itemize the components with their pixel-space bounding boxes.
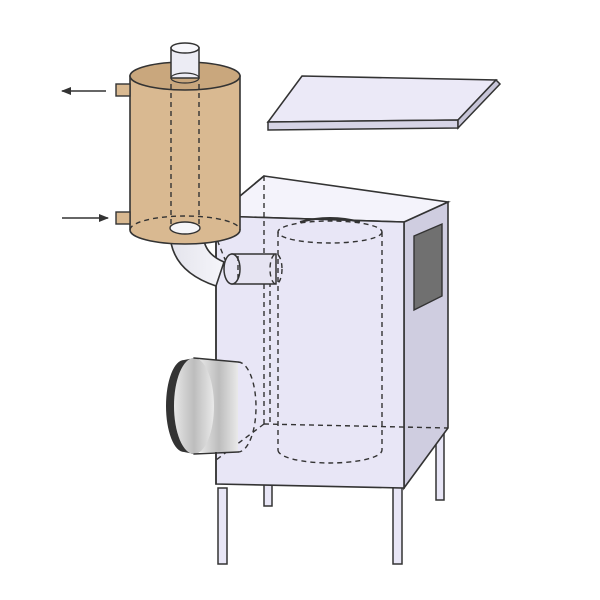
stove-box <box>213 175 451 491</box>
outlet-nozzle <box>115 83 131 97</box>
water-tank <box>115 42 241 245</box>
fuel-door-front <box>174 358 214 454</box>
fuel-door-ring <box>166 358 194 454</box>
lid-front-edge <box>267 119 459 131</box>
stove-top-opening <box>213 175 451 223</box>
tank-body <box>129 75 241 245</box>
stove-lid <box>266 75 502 131</box>
inlet-nozzle <box>115 211 131 225</box>
side-window <box>413 222 443 312</box>
inner-firebox <box>277 217 383 464</box>
leg-front-right <box>392 483 403 565</box>
fuel-door <box>166 357 257 455</box>
leg-front-left <box>217 487 228 565</box>
flue-pipe-top <box>170 42 200 54</box>
